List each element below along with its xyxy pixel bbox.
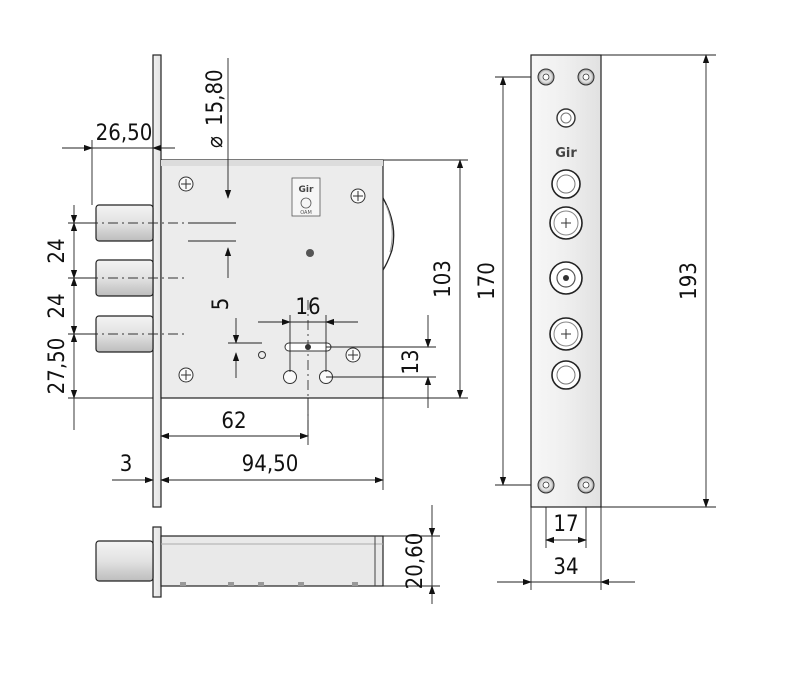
side-view-dimensions: 26,50 ⌀ 15,80 24 24 27,50 5 1 [45, 58, 468, 490]
dim-34: 34 [553, 555, 578, 580]
bottom-forend [152, 526, 162, 598]
latch-curve-shade [385, 204, 393, 253]
dim-24-b: 24 [45, 293, 70, 318]
bottom-case-marks [180, 582, 358, 586]
bottom-bolt [95, 540, 154, 582]
faceplate-holes [549, 169, 583, 390]
case-brand-text: Gir [299, 185, 314, 195]
dim-3: 3 [120, 452, 133, 477]
faceplate-brand: Gir [555, 146, 577, 161]
dim-62: 62 [221, 409, 246, 434]
front-view-dimensions: 170 193 17 34 [475, 54, 716, 590]
front-view: Gir [530, 54, 602, 508]
dim-15-80-group: ⌀ 15,80 [203, 69, 228, 148]
dim-20-60: 20,60 [403, 533, 428, 590]
dim-103: 103 [431, 260, 456, 298]
rivet [306, 249, 314, 257]
svg-text:OAM: OAM [300, 210, 312, 216]
dim-26-50: 26,50 [96, 121, 153, 146]
faceplate-screws [537, 68, 595, 494]
dim-16: 16 [295, 295, 320, 320]
dim-94-50: 94,50 [242, 452, 299, 477]
bolt-middle [95, 259, 154, 297]
dim-15-80: 15,80 [203, 69, 228, 126]
bolt-top [95, 204, 154, 242]
dim-17: 17 [553, 512, 578, 537]
dim-24-a: 24 [45, 238, 70, 263]
dim-5: 5 [209, 298, 234, 311]
dim-13: 13 [399, 349, 424, 374]
lock-case-edge [161, 160, 383, 166]
dim-27-50: 27,50 [45, 338, 70, 395]
forend-plate [152, 54, 162, 508]
dim-193: 193 [677, 262, 702, 300]
case-screws [178, 176, 366, 383]
side-view: Gir OAM [88, 54, 395, 508]
dim-170: 170 [475, 262, 500, 300]
bottom-view [95, 526, 384, 598]
bolts [95, 204, 154, 353]
lock-case [160, 159, 384, 399]
diameter-symbol: ⌀ [203, 136, 228, 148]
case-logo: Gir OAM [291, 177, 321, 217]
latch-curve [382, 197, 395, 271]
bolt-centerlines [88, 222, 188, 335]
faceplate-ring [556, 108, 576, 128]
bolt-bottom [95, 315, 154, 353]
bottom-view-dimensions: 20,60 [383, 505, 440, 604]
